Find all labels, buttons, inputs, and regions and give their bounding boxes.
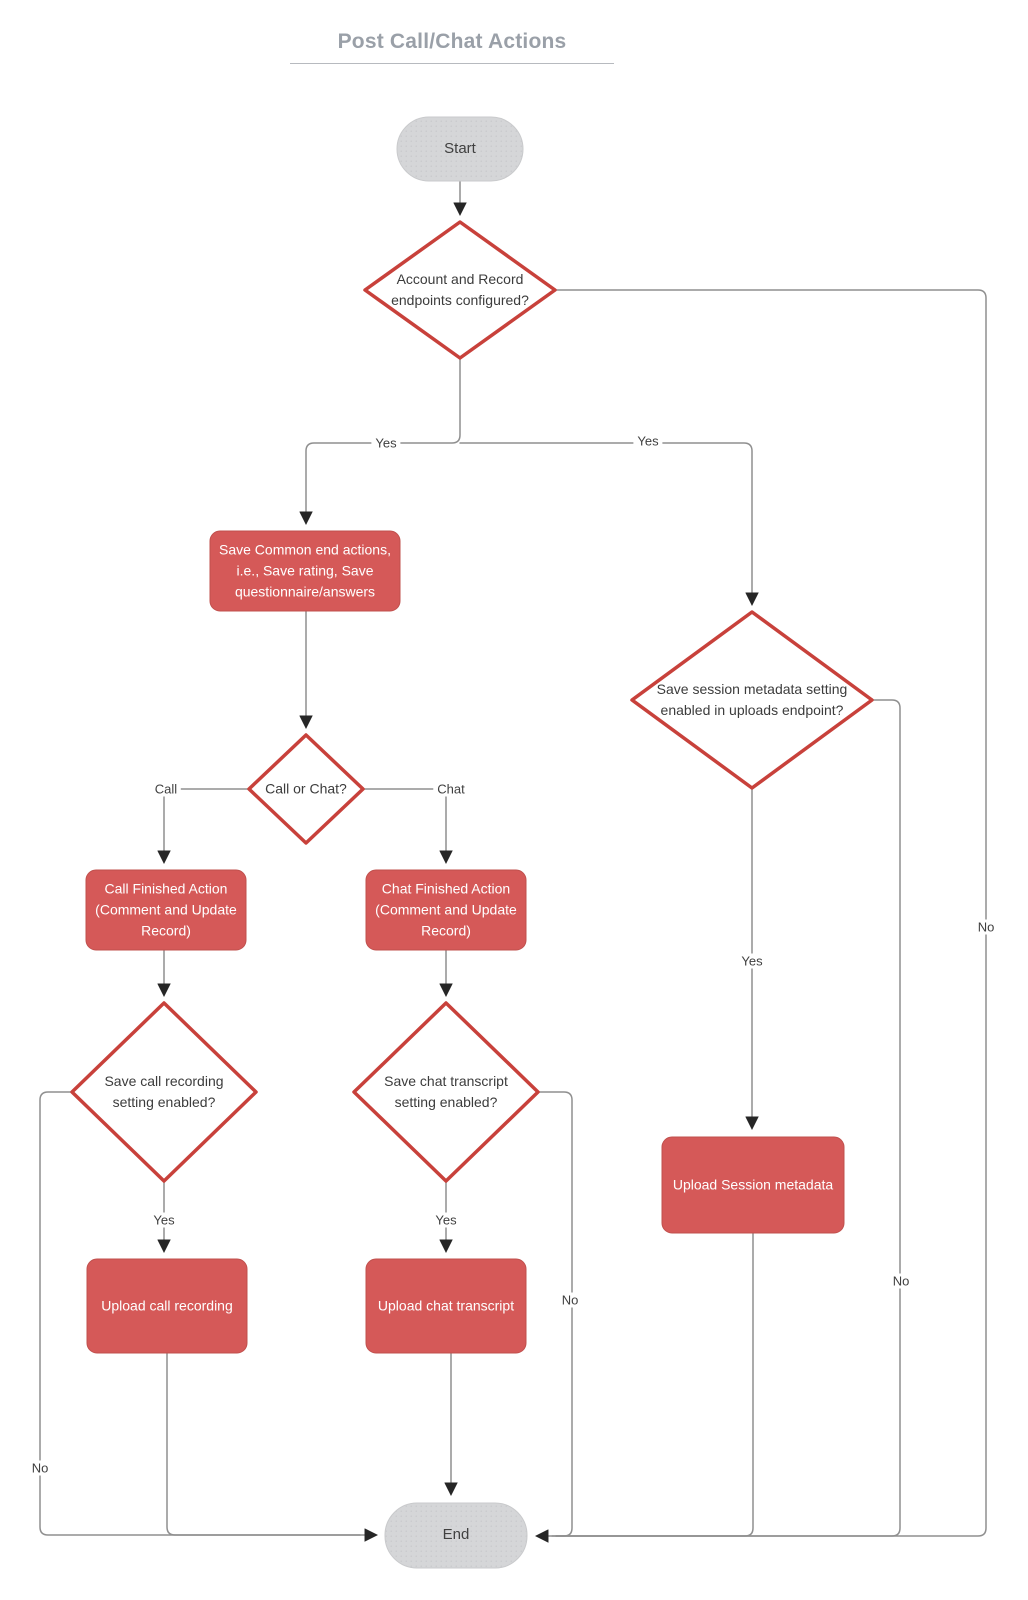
edge-label-call: Call: [150, 781, 182, 797]
edge-label-yes-save-common: Yes: [371, 435, 401, 451]
start-label: Start: [444, 139, 476, 157]
edge-label-no-session: No: [888, 1273, 914, 1289]
edge-label-yes-call-recording: Yes: [149, 1212, 179, 1228]
edge-label-chat: Chat: [433, 781, 469, 797]
call-finished-label: Call Finished Action (Comment and Update…: [95, 880, 237, 939]
edge-uploadcall-to-end: [166, 1352, 379, 1542]
edge-label-yes-session: Yes: [737, 953, 767, 969]
start-node: [396, 116, 524, 182]
edge-label-no-endpoints: No: [973, 919, 999, 935]
endpoints-configured-label: Account and Record endpoints configured?: [391, 271, 529, 308]
save-chat-transcript-decision: [352, 1001, 540, 1183]
call-or-chat-label: Call or Chat?: [265, 780, 347, 797]
call-finished-process: [85, 869, 247, 951]
edge-label-yes-session-check: Yes: [633, 433, 663, 449]
edge-callorchat-chat: [362, 788, 453, 865]
edge-label-no-chat-transcript: No: [557, 1292, 583, 1308]
upload-session-metadata-process: [661, 1136, 845, 1234]
edge-callorchat-call: [157, 788, 250, 865]
save-call-recording-decision: [70, 1001, 258, 1183]
edge-label-yes-chat-transcript: Yes: [431, 1212, 461, 1228]
end-label: End: [442, 1525, 470, 1543]
chat-finished-label: Chat Finished Action (Comment and Update…: [375, 880, 517, 939]
edge-transcript-no: [534, 1091, 573, 1543]
save-common-label: Save Common end actions, i.e., Save rati…: [219, 541, 391, 600]
edge-endpoints-no: [551, 289, 987, 1537]
edge-recording-no: [39, 1091, 361, 1536]
save-chat-transcript-label: Save chat transcript setting enabled?: [384, 1073, 508, 1110]
save-session-metadata-decision: [630, 610, 874, 790]
chat-finished-process: [365, 869, 527, 951]
edge-uploadsession-to-end: [555, 1232, 754, 1537]
upload-call-recording-process: [86, 1258, 248, 1354]
edge-endpoints-yes-right: [459, 442, 759, 607]
upload-chat-transcript-label: Upload chat transcript: [377, 1297, 515, 1314]
end-node: [384, 1502, 528, 1569]
upload-chat-transcript-process: [365, 1258, 527, 1354]
save-session-metadata-label: Save session metadata setting enabled in…: [656, 681, 848, 718]
save-call-recording-label: Save call recording setting enabled?: [104, 1073, 224, 1110]
endpoints-configured-decision: [363, 220, 557, 360]
call-or-chat-decision: [247, 733, 365, 845]
save-common-process: [209, 530, 401, 612]
upload-call-recording-label: Upload call recording: [101, 1297, 233, 1314]
edge-session-no: [555, 699, 901, 1537]
edge-label-no-call-recording: No: [27, 1460, 53, 1476]
diagram-title-block: Post Call/Chat Actions: [290, 30, 614, 64]
diagram-title: Post Call/Chat Actions: [337, 30, 567, 53]
upload-session-metadata-label: Upload Session metadata: [672, 1176, 834, 1193]
